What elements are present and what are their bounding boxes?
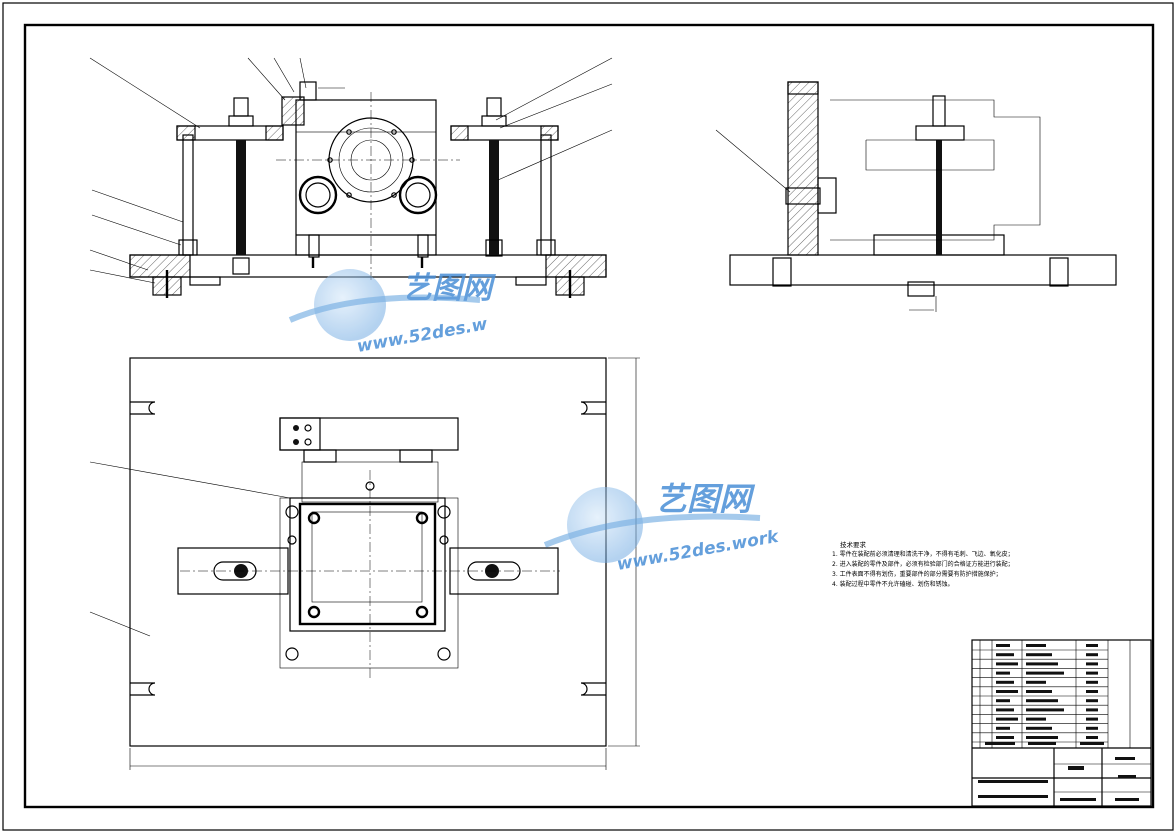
technical-requirements: 技术要求 1. 零件在装配前必须清理和清洗干净，不得有毛刺、飞边、氧化皮； 2.… [832,540,1014,590]
top-view [89,357,640,770]
watermark-brand-top: 艺图网 [402,271,496,306]
front-view [89,57,613,298]
notes-item-4: 4. 装配过程中零件不允许磕碰、划伤和锈蚀。 [832,581,954,588]
notes-item-3: 3. 工件表面不得有划伤，重要部件的部分需要有防护措施保护； [832,571,1002,578]
watermark-top: 艺图网 www.52des.w [288,269,496,357]
notes-item-1: 1. 零件在装配前必须清理和清洗干净，不得有毛刺、飞边、氧化皮； [832,551,1014,558]
notes-title: 技术要求 [840,541,866,549]
side-view [715,81,1117,312]
watermark-brand-center: 艺图网 [655,480,756,518]
title-block [971,639,1152,807]
watermark-center: 艺图网 www.52des.work [543,480,782,575]
notes-item-2: 2. 进入装配的零件及部件，必须有检验部门的合格证方能进行装配； [832,561,1014,568]
inner-frame [23,23,1155,809]
